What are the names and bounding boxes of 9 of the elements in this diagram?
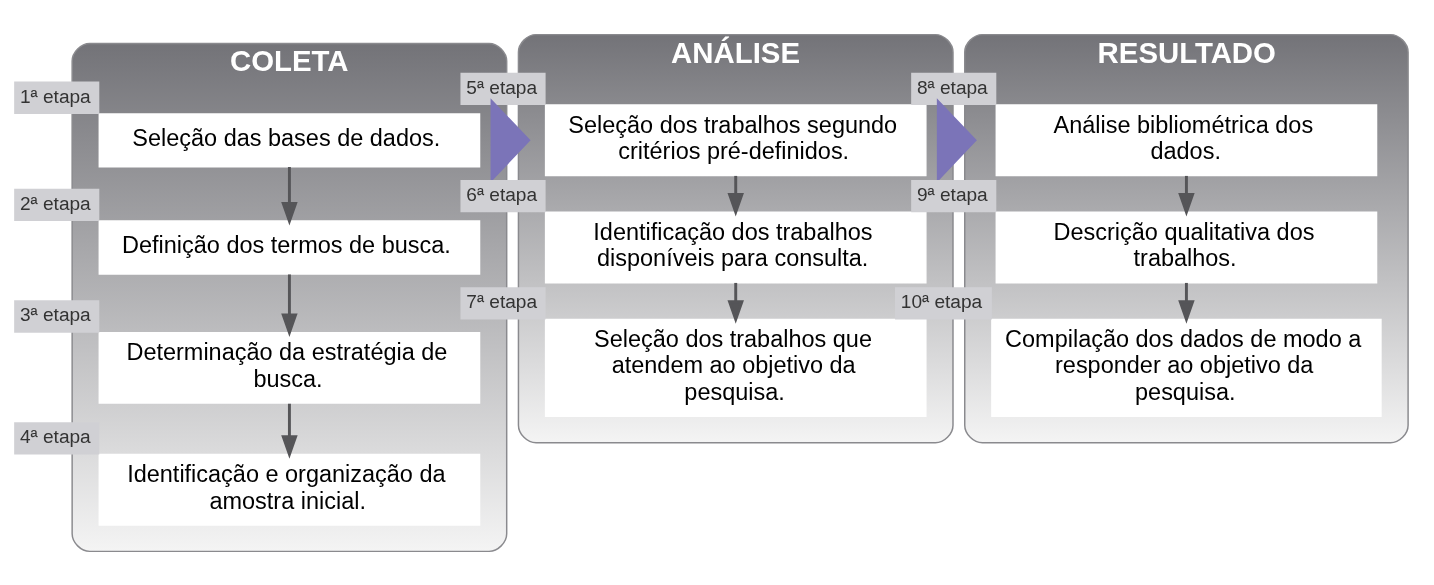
arrow xyxy=(281,403,298,459)
arrow xyxy=(1178,175,1195,217)
arrow xyxy=(1178,282,1195,324)
arrow xyxy=(727,282,744,324)
arrow xyxy=(281,166,298,225)
arrow xyxy=(727,175,744,217)
arrow xyxy=(490,97,531,182)
arrow xyxy=(281,273,298,337)
arrow xyxy=(936,97,977,182)
